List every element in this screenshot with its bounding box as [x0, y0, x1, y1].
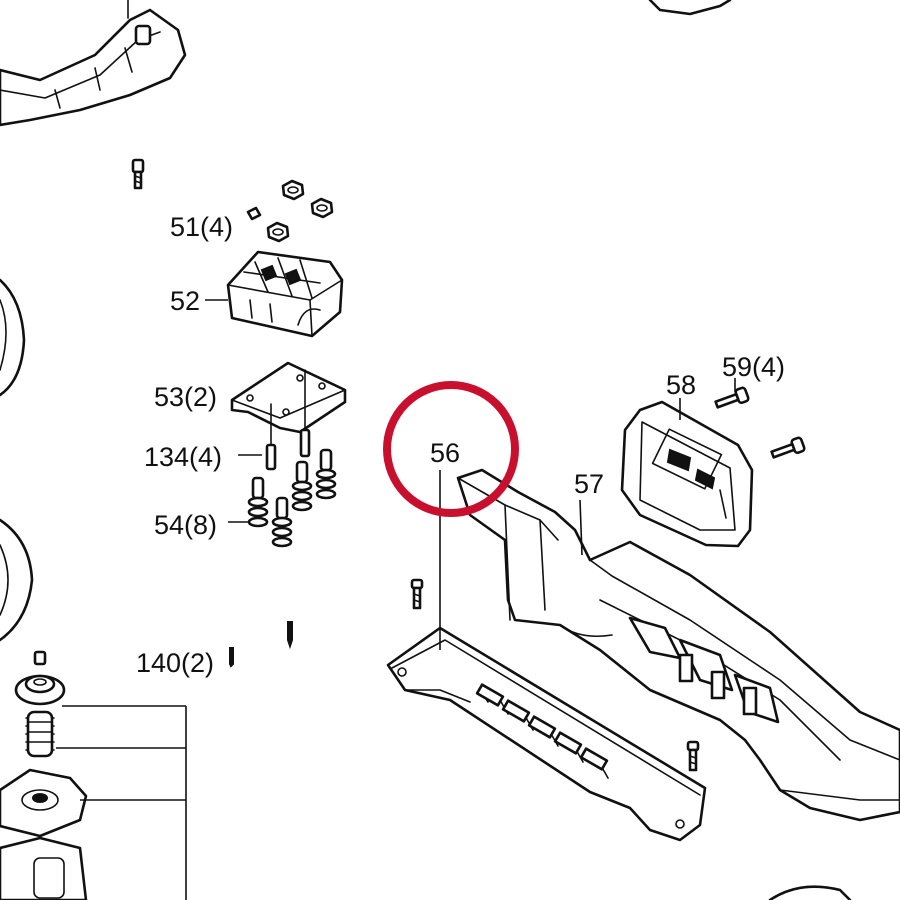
screw-icon	[686, 740, 700, 772]
highlight-circle	[383, 381, 519, 517]
part-54-grommets	[247, 448, 337, 548]
label-56: 56	[430, 438, 460, 468]
part-134-screws	[265, 369, 311, 471]
label-140: 140(2)	[136, 648, 214, 678]
part-58-end-cover	[620, 400, 754, 548]
label-54: 54(8)	[154, 510, 217, 540]
label-134: 134(4)	[144, 442, 222, 472]
lower-right-fragment	[768, 885, 852, 900]
screw-icon	[410, 578, 424, 610]
label-52: 52	[170, 286, 200, 316]
bottom-left-assembly	[0, 650, 187, 900]
label-51: 51(4)	[170, 212, 233, 242]
part-140-pins	[229, 621, 293, 668]
left-housing-fragment	[0, 278, 34, 642]
handle-bracket-part	[0, 0, 187, 127]
label-58: 58	[666, 370, 696, 400]
screw-icon	[131, 158, 145, 190]
label-53: 53(2)	[154, 382, 217, 412]
label-57: 57	[574, 469, 604, 499]
label-59: 59(4)	[722, 352, 785, 382]
part-57-guard-rail	[456, 468, 900, 822]
part-59-screws	[714, 378, 806, 459]
part-52-terminal-block	[226, 250, 344, 338]
part-53-mounting-plate	[230, 361, 347, 434]
part-51-nuts	[246, 179, 334, 243]
part-56-base-rail	[386, 626, 707, 842]
upper-right-part	[648, 0, 732, 16]
